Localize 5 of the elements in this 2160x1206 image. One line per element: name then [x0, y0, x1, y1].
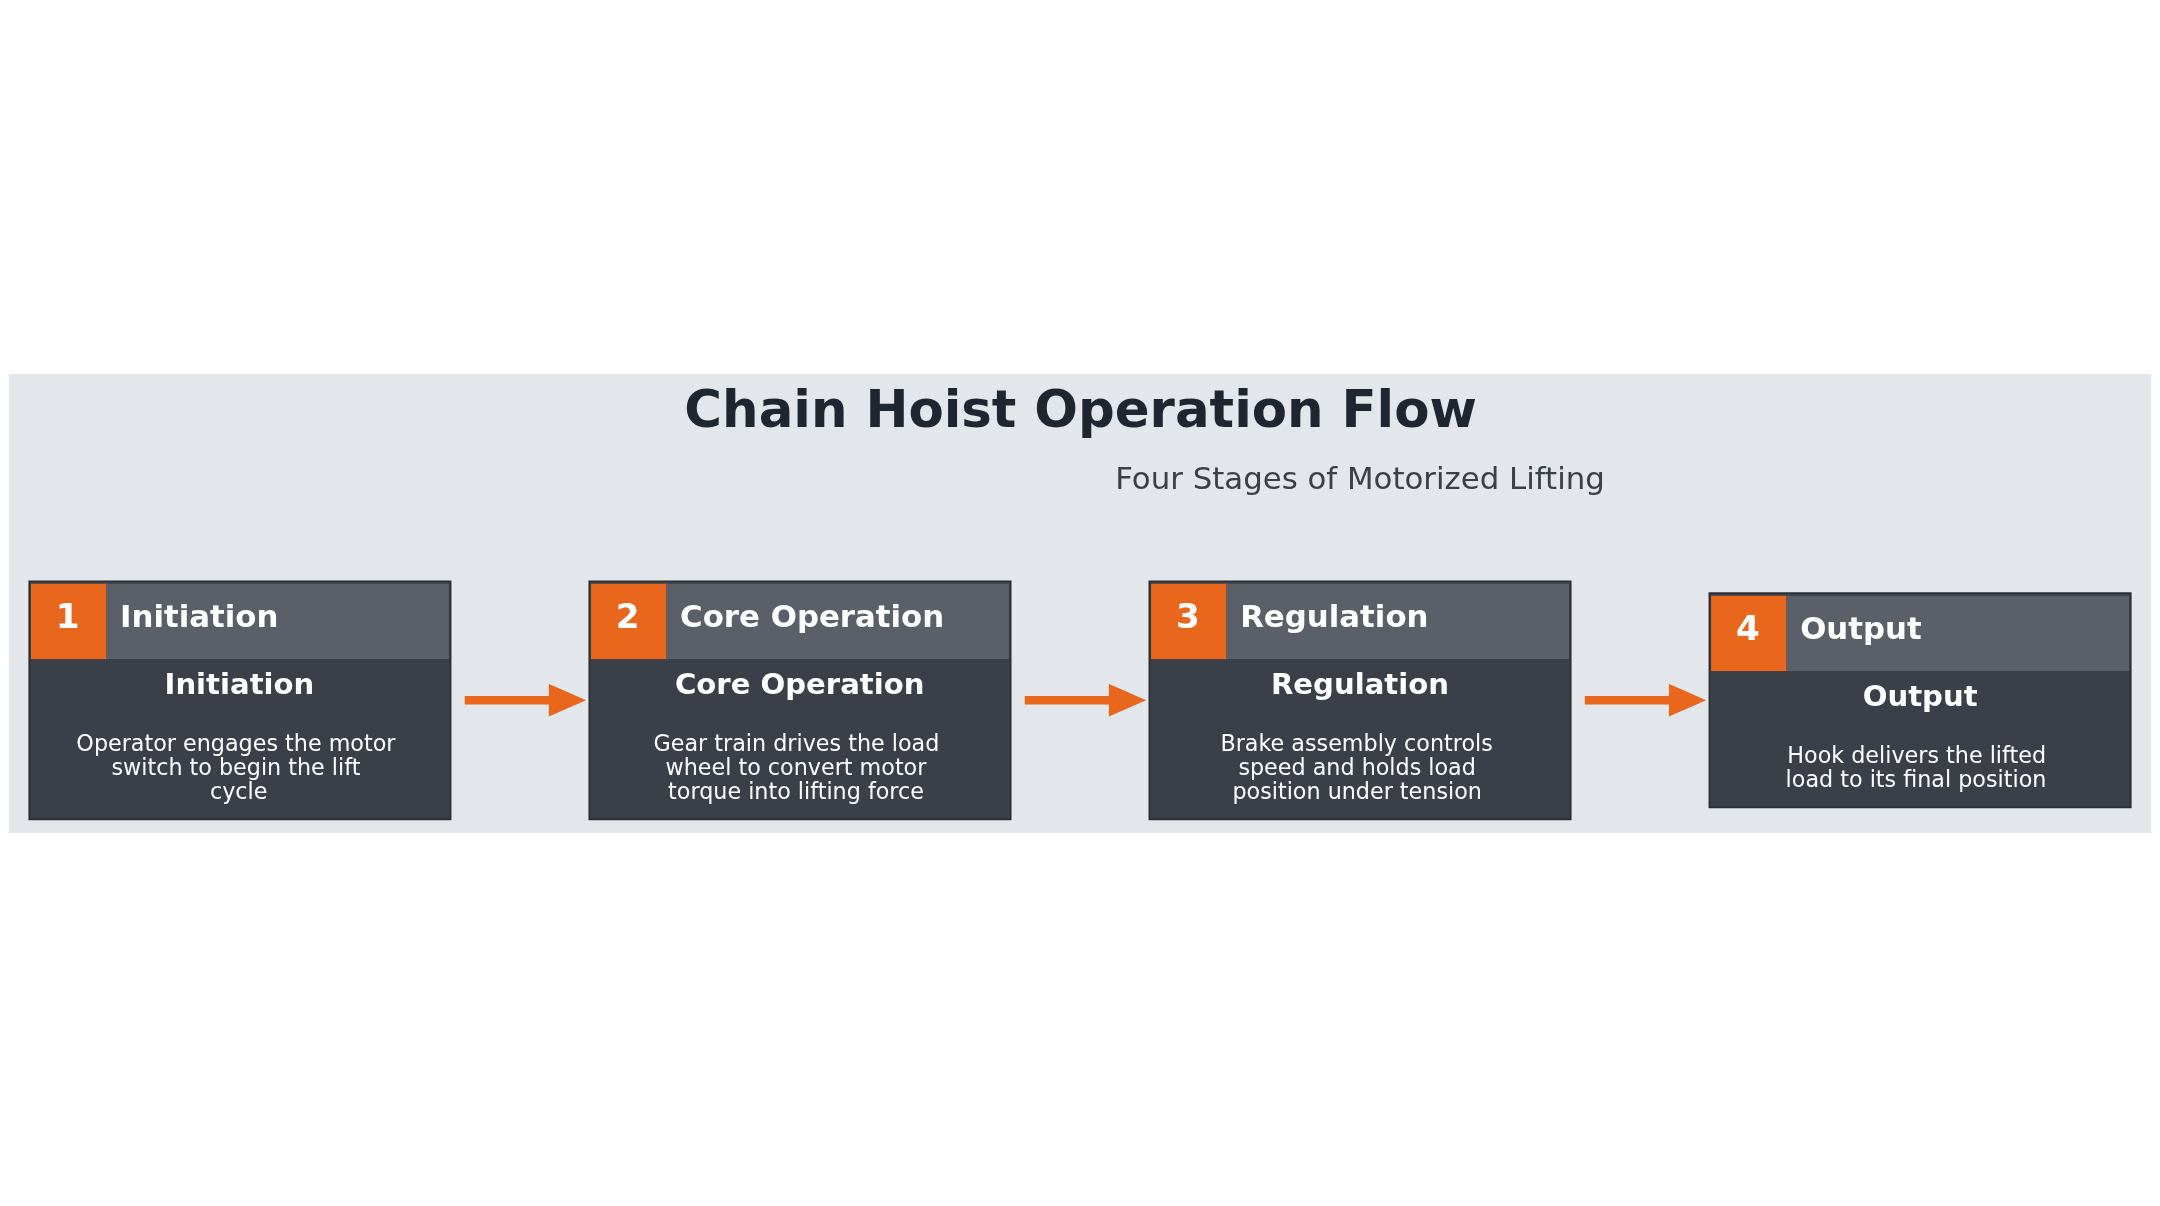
arrow — [1584, 683, 1707, 717]
arrow — [464, 683, 587, 717]
label: Four Stages of Motorized Lifting — [1115, 459, 1605, 496]
arrow — [1024, 683, 1147, 717]
diagram-title: Chain Hoist Operation Flow — [684, 378, 1477, 439]
